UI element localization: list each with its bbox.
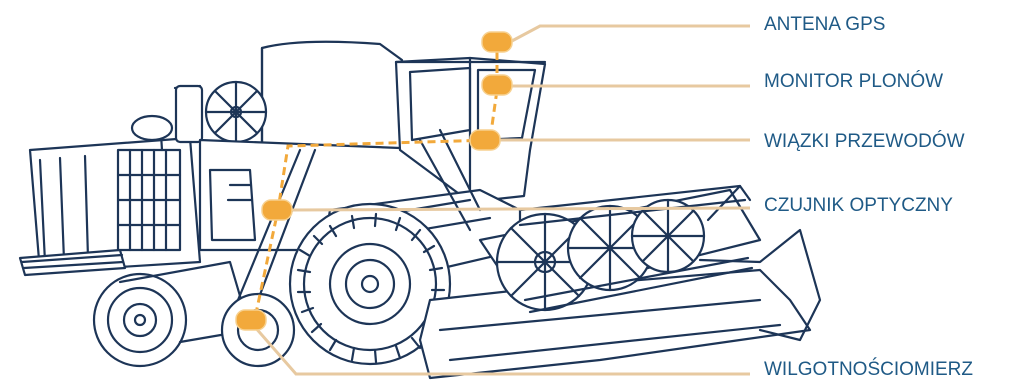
label-optical-sensor: CZUJNIK OPTYCZNY bbox=[764, 195, 953, 217]
leader-line-gps bbox=[510, 26, 750, 42]
yield-monitor-sensor-icon bbox=[482, 75, 512, 95]
label-yield-monitor: MONITOR PLONÓW bbox=[764, 71, 943, 93]
label-moisture-meter: WILGOTNOŚCIOMIERZ bbox=[764, 359, 973, 381]
rear-wheel-icon bbox=[94, 274, 186, 366]
gps-antenna-sensor-icon bbox=[482, 32, 512, 52]
label-gps-antenna: ANTENA GPS bbox=[764, 14, 885, 36]
leader-line-optical bbox=[292, 208, 750, 210]
wiring-harness-sensor-icon bbox=[470, 130, 500, 150]
moisture-meter-sensor-icon bbox=[236, 310, 266, 330]
label-wiring-harness: WIĄZKI PRZEWODÓW bbox=[764, 131, 965, 153]
optical-sensor-icon bbox=[262, 200, 292, 220]
